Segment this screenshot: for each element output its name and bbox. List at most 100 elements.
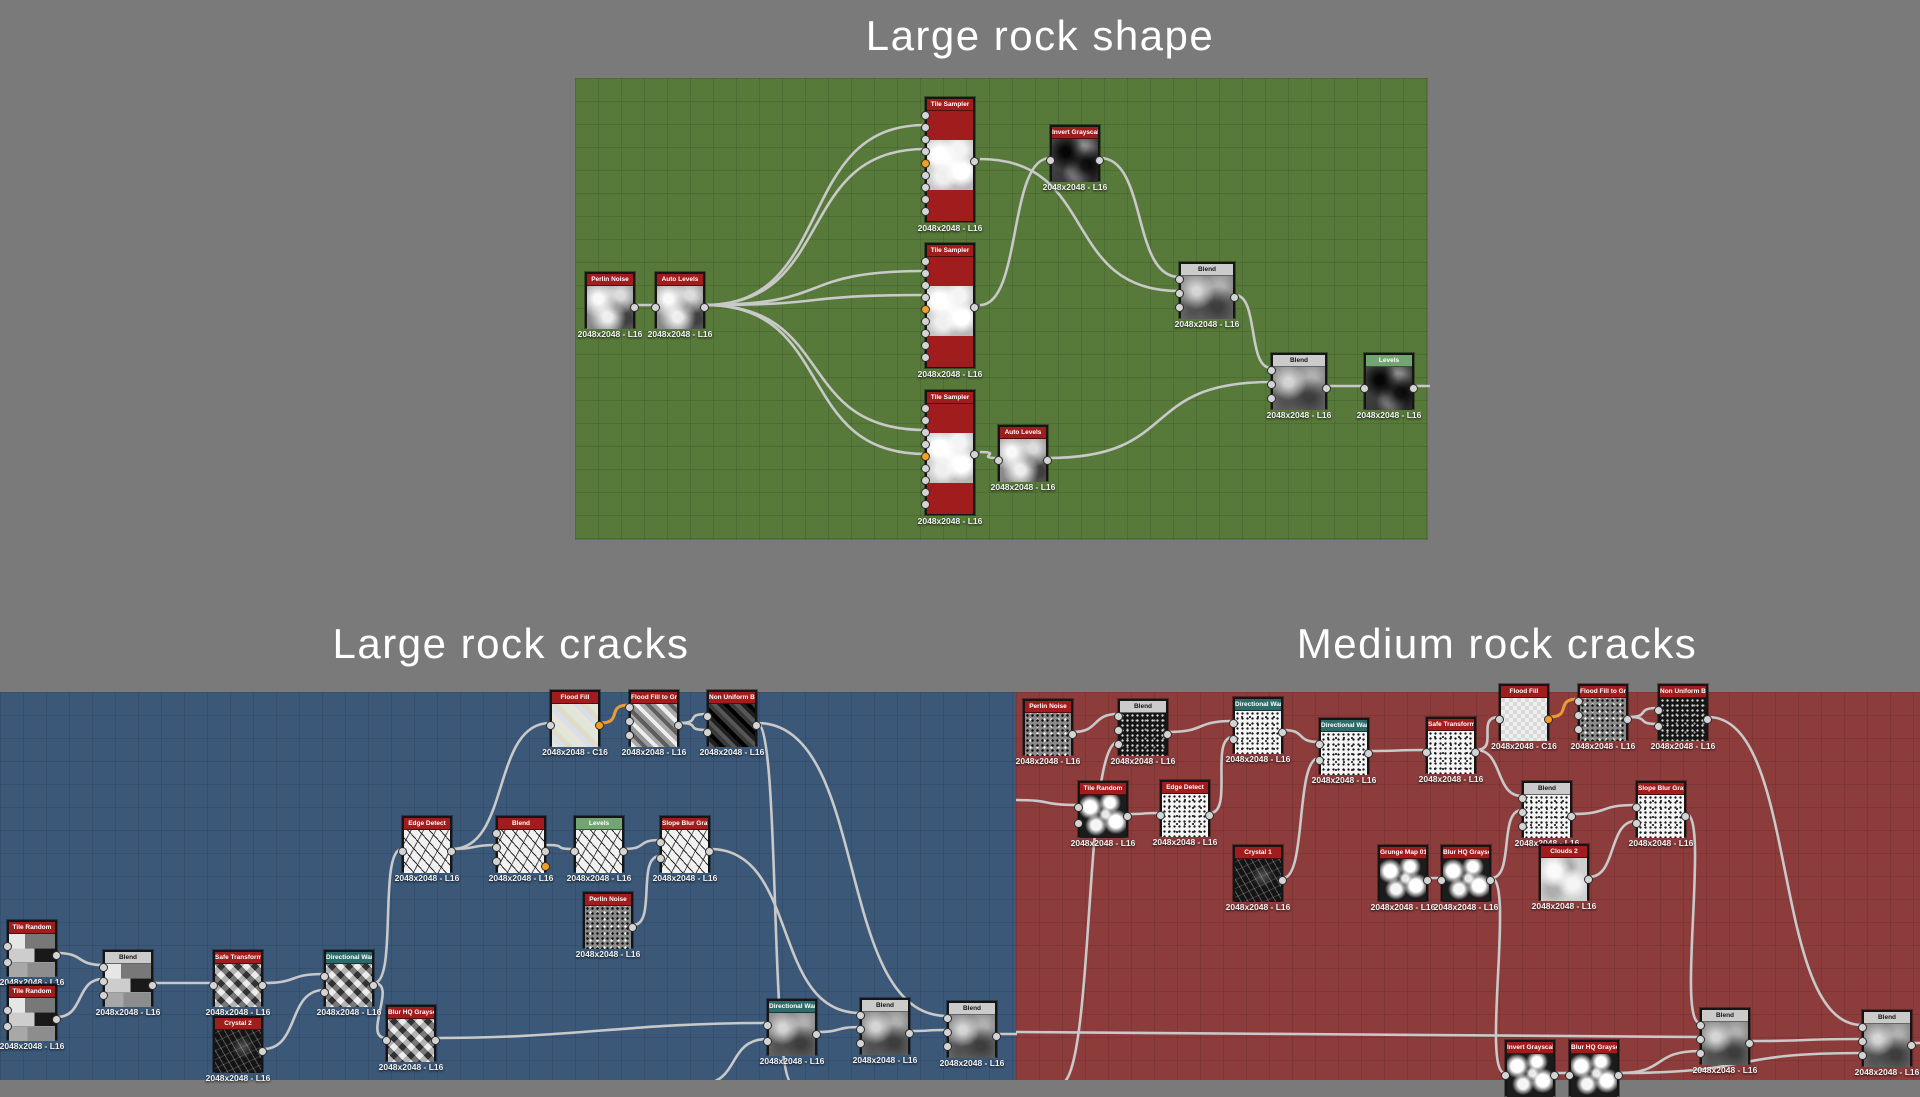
node-directional-warp-1[interactable]: Directional Warp2048x2048 - L16	[317, 950, 381, 1017]
output-port[interactable]	[1907, 1041, 1916, 1050]
input-port[interactable]	[1156, 811, 1165, 820]
input-port[interactable]	[921, 183, 930, 192]
output-port[interactable]	[674, 721, 683, 730]
node-directional-warp-2[interactable]: Directional Warp2048x2048 - L16	[760, 999, 824, 1066]
input-port[interactable]	[763, 1037, 772, 1046]
input-port[interactable]	[1632, 803, 1641, 812]
output-port[interactable]	[700, 303, 709, 312]
node-tile-sampler-3[interactable]: Tile Sampler 2048x2048 - L16	[918, 390, 982, 526]
output-port[interactable]	[1364, 749, 1373, 758]
input-port[interactable]	[3, 1006, 12, 1015]
input-port[interactable]	[994, 456, 1003, 465]
input-port[interactable]	[703, 712, 712, 721]
input-port[interactable]	[1518, 808, 1527, 817]
input-port[interactable]	[921, 440, 930, 449]
input-port[interactable]	[1267, 394, 1276, 403]
output-port[interactable]	[541, 847, 550, 856]
graph-canvas-large-rock-cracks[interactable]	[0, 692, 1016, 1080]
input-port[interactable]	[1858, 1023, 1867, 1032]
input-port[interactable]	[625, 703, 634, 712]
node-directional-warp-r1[interactable]: Directional Warp2048x2048 - L16	[1226, 697, 1290, 764]
input-port[interactable]	[1046, 156, 1055, 165]
node-tile-sampler-2[interactable]: Tile Sampler 2048x2048 - L16	[918, 243, 982, 379]
input-port[interactable]	[921, 111, 930, 120]
input-port[interactable]	[1858, 1037, 1867, 1046]
input-port[interactable]	[656, 838, 665, 847]
input-port[interactable]	[943, 1028, 952, 1037]
input-port[interactable]	[492, 829, 501, 838]
input-port[interactable]	[1518, 794, 1527, 803]
output-port[interactable]	[1322, 384, 1331, 393]
input-port[interactable]	[921, 464, 930, 473]
input-port[interactable]	[921, 257, 930, 266]
input-port[interactable]	[1074, 803, 1083, 812]
output-port[interactable]	[258, 981, 267, 990]
input-port[interactable]	[921, 123, 930, 132]
output-port[interactable]	[1043, 456, 1052, 465]
input-port[interactable]	[921, 171, 930, 180]
input-port[interactable]	[1696, 1049, 1705, 1058]
input-port[interactable]	[1315, 740, 1324, 749]
input-port[interactable]	[921, 293, 930, 302]
input-port[interactable]	[921, 135, 930, 144]
output-port[interactable]	[705, 847, 714, 856]
input-port[interactable]	[320, 988, 329, 997]
input-port[interactable]	[763, 1021, 772, 1030]
output-port[interactable]	[1278, 728, 1287, 737]
output-port[interactable]	[752, 721, 761, 730]
node-safe-transform-r[interactable]: Safe Transform Grays...2048x2048 - L16	[1419, 717, 1483, 784]
input-port[interactable]	[856, 1011, 865, 1020]
input-port[interactable]	[492, 843, 501, 852]
output-port[interactable]	[628, 923, 637, 932]
output-port[interactable]	[1068, 730, 1077, 739]
input-port[interactable]	[943, 1014, 952, 1023]
input-port[interactable]	[1360, 384, 1369, 393]
input-port[interactable]	[1175, 289, 1184, 298]
input-port[interactable]	[1114, 712, 1123, 721]
input-port[interactable]	[921, 488, 930, 497]
output-port[interactable]	[1550, 1071, 1559, 1080]
input-port[interactable]	[1114, 726, 1123, 735]
node-tile-sampler-1[interactable]: Tile Sampler 2048x2048 - L16	[918, 97, 982, 233]
input-port[interactable]	[1074, 819, 1083, 828]
output-port[interactable]	[1567, 812, 1576, 821]
output-port[interactable]	[258, 1047, 267, 1056]
input-port[interactable]	[856, 1039, 865, 1048]
output-port[interactable]	[970, 450, 979, 459]
input-port[interactable]	[546, 721, 555, 730]
input-port[interactable]	[921, 341, 930, 350]
input-port[interactable]	[1175, 275, 1184, 284]
output-port[interactable]	[369, 981, 378, 990]
output-port[interactable]	[52, 1015, 61, 1024]
input-port[interactable]	[1175, 303, 1184, 312]
orange-output-port[interactable]	[541, 862, 550, 871]
input-port[interactable]	[943, 1042, 952, 1051]
input-port[interactable]	[1696, 1035, 1705, 1044]
input-port[interactable]	[1315, 756, 1324, 765]
orange-input-port[interactable]	[921, 305, 930, 314]
input-port[interactable]	[398, 847, 407, 856]
input-port[interactable]	[1654, 722, 1663, 731]
input-port[interactable]	[99, 991, 108, 1000]
output-port[interactable]	[630, 303, 639, 312]
input-port[interactable]	[492, 857, 501, 866]
input-port[interactable]	[1495, 715, 1504, 724]
input-port[interactable]	[921, 353, 930, 362]
output-port[interactable]	[619, 847, 628, 856]
input-port[interactable]	[921, 500, 930, 509]
